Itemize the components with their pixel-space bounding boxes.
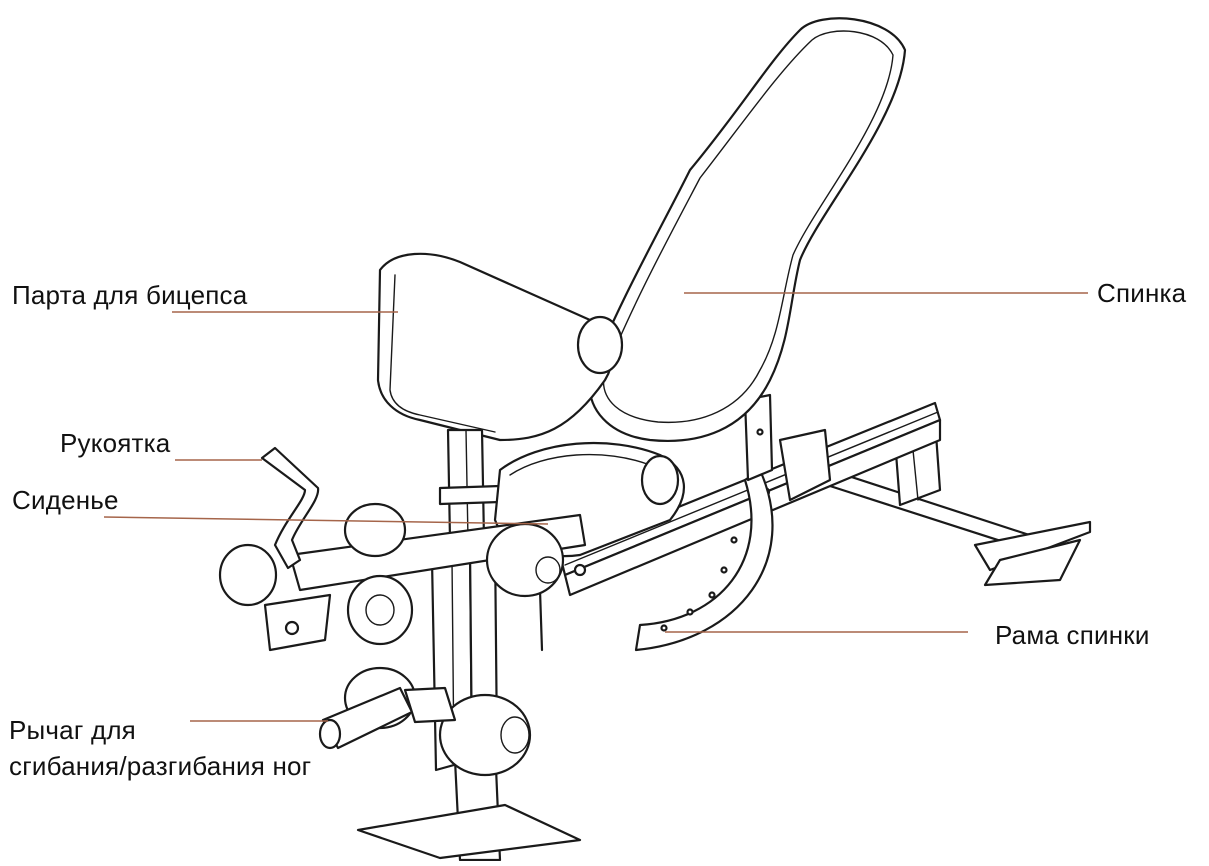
label-seat: Сиденье [12,485,119,515]
leg-lever [218,502,587,652]
preacher-post [438,428,502,542]
backrest-frame [634,393,774,652]
biceps-pad [376,252,624,442]
label-leg-lever-line2: сгибания/разгибания ног [9,751,312,781]
leader-seat [103,516,549,525]
label-biceps-pad: Парта для бицепса [12,280,248,310]
label-leg-lever-line1: Рычаг для [9,715,136,745]
label-backrest: Спинка [1097,278,1187,308]
label-handle: Рукоятка [60,428,171,458]
rear-base [828,418,1092,587]
label-leg-lever: Рычаг для сгибания/разгибания ног [9,712,311,784]
lower-rollers [318,666,532,777]
backrest-pad [588,17,907,442]
handle [260,446,320,570]
label-backrest-frame: Рама спинки [995,620,1150,650]
